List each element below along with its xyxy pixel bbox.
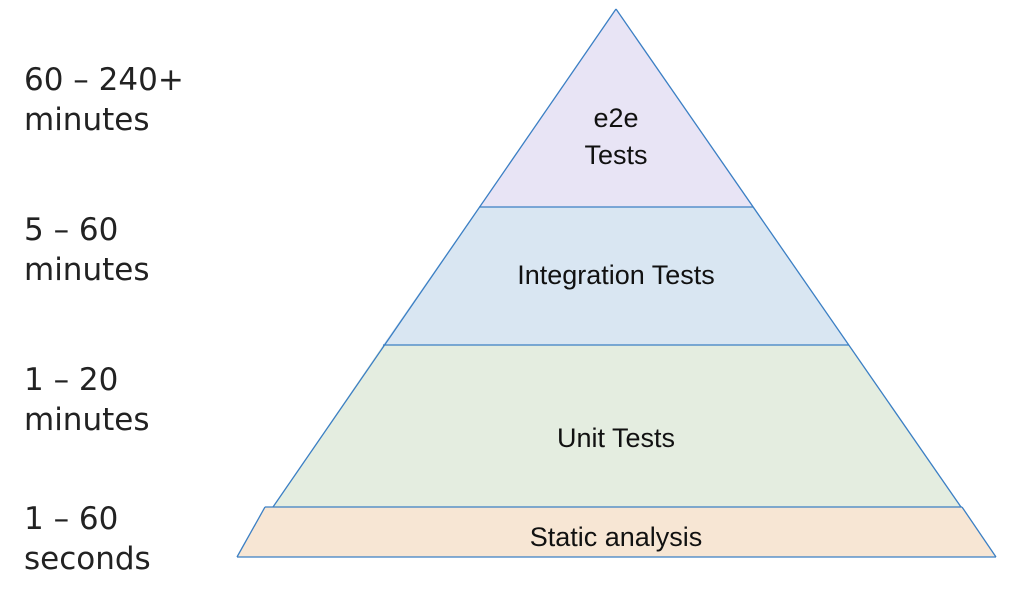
time-label-integration-unit: minutes [24, 252, 150, 288]
time-label-unit: 1 – 20 minutes [24, 360, 149, 440]
layer-label-e2e-line2: Tests [584, 140, 647, 170]
time-label-e2e-unit: minutes [24, 102, 150, 138]
layer-label-static: Static analysis [530, 522, 703, 552]
pyramid-layer-unit [273, 345, 961, 507]
pyramid-left-edge [272, 8, 617, 508]
time-label-integration: 5 – 60 minutes [24, 210, 149, 290]
time-label-static-unit: seconds [24, 541, 151, 577]
time-label-integration-range: 5 – 60 [24, 212, 119, 248]
pyramid-layer-integration [383, 207, 849, 345]
time-label-static: 1 – 60 seconds [24, 499, 151, 579]
pyramid-outline [236, 8, 997, 558]
layer-label-integration: Integration Tests [517, 260, 715, 290]
pyramid-right-edge [615, 8, 962, 508]
time-label-e2e: 60 – 240+ minutes [24, 60, 184, 140]
pyramid-layer-static [237, 507, 996, 557]
time-label-unit-range: 1 – 20 [24, 362, 119, 398]
time-label-static-range: 1 – 60 [24, 501, 119, 537]
time-label-e2e-range: 60 – 240+ [24, 62, 184, 98]
static-right-edge [961, 506, 997, 558]
layer-label-e2e-line1: e2e [593, 103, 638, 133]
time-label-unit-unit: minutes [24, 402, 150, 438]
pyramid-layer-e2e [479, 9, 753, 207]
layer-label-unit: Unit Tests [557, 423, 675, 453]
static-left-edge [236, 506, 266, 558]
